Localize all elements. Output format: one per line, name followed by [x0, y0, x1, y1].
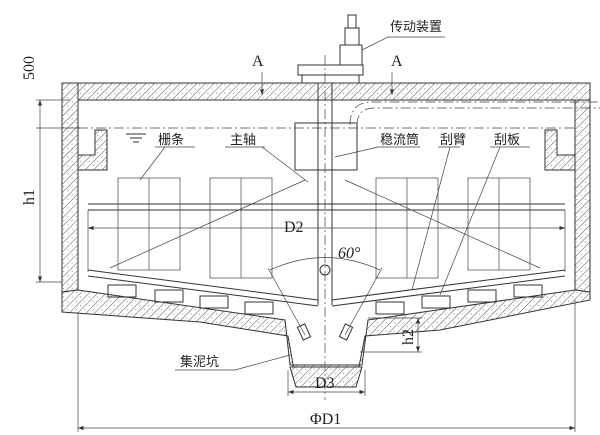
- label-sludge-pit: 集泥坑: [180, 354, 219, 370]
- tank-structure: [61, 82, 591, 388]
- leader-lines: [139, 36, 530, 371]
- label-scraper-arm: 刮臂: [440, 133, 466, 148]
- roof-slab: [61, 82, 591, 101]
- left-wall: [61, 82, 79, 293]
- right-wall: [574, 99, 591, 293]
- main-shaft: [317, 55, 333, 400]
- pit-bottom: [289, 366, 363, 388]
- stilling-well: [294, 122, 358, 171]
- label-scraper-blade: 刮板: [494, 133, 520, 148]
- water-level-icon: [126, 133, 146, 143]
- label-section-a-left: A: [252, 53, 264, 70]
- dim-d1: ΦD1: [310, 411, 341, 428]
- floor-slab: [61, 289, 591, 388]
- drive-unit: [297, 14, 364, 84]
- dim-angle: 60°: [338, 245, 361, 262]
- right-launder: [544, 129, 576, 171]
- label-drive: 传动装置: [390, 20, 442, 35]
- dim-h2: h2: [400, 329, 417, 345]
- dim-d3: D3: [315, 375, 335, 392]
- shaft-bearing: [319, 264, 331, 276]
- label-section-a-right: A: [391, 53, 403, 70]
- dim-freeboard: 500: [21, 56, 38, 80]
- inlet-pipe: [356, 107, 600, 126]
- left-launder: [77, 129, 108, 171]
- dim-d2: D2: [284, 219, 304, 236]
- label-grate-bars: 栅条: [158, 132, 184, 148]
- label-main-shaft: 主轴: [230, 133, 256, 148]
- label-stilling-well: 稳流筒: [380, 132, 419, 148]
- dimension-lines: [36, 72, 576, 432]
- inlet-pipe-edge: [349, 101, 600, 126]
- dim-h1: h1: [21, 189, 38, 205]
